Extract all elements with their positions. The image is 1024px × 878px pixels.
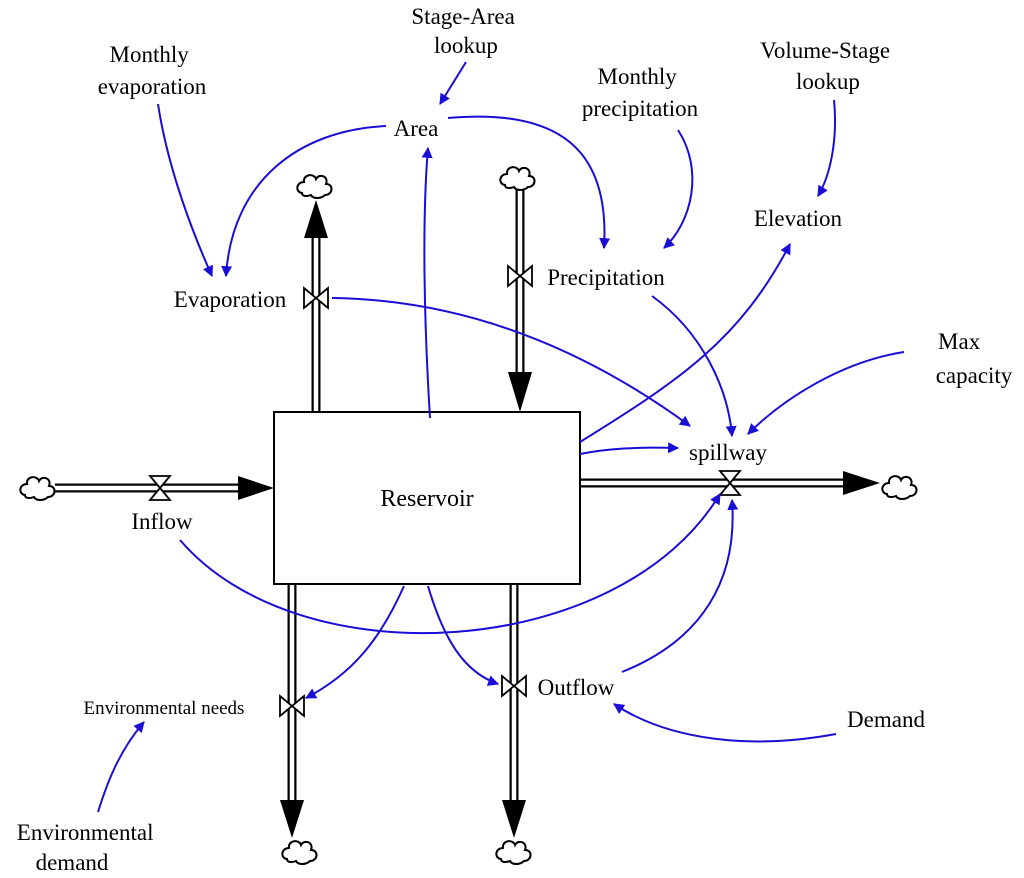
- outflow-sink-cloud: [495, 840, 532, 865]
- precipitation-valve-icon[interactable]: [507, 264, 533, 288]
- link-evaporation-to-spillway: [331, 297, 691, 427]
- evaporation-valve-icon[interactable]: [303, 286, 329, 310]
- spillway-label[interactable]: spillway: [689, 440, 767, 465]
- evaporation-label[interactable]: Evaporation: [174, 287, 287, 312]
- environmental-needs-label[interactable]: Environmental needs: [84, 698, 245, 719]
- link-environmental-demand-to-environmental-needs: [97, 721, 145, 813]
- demand-label: Demand: [847, 707, 925, 732]
- precipitation-source-cloud: [499, 166, 536, 191]
- link-precipitation-to-spillway: [651, 295, 737, 438]
- precipitation-arrowhead: [508, 372, 532, 412]
- link-reservoir-to-outflow: [427, 585, 500, 686]
- elevation-label[interactable]: Elevation: [754, 206, 843, 231]
- link-area-to-precipitation: [447, 115, 611, 250]
- link-reservoir-to-area: [421, 146, 433, 419]
- link-max-capacity-to-spillway: [747, 351, 905, 435]
- inflow-source-cloud: [19, 476, 56, 501]
- stage-area-lookup-label: Stage-Area lookup: [411, 4, 520, 58]
- reservoir-stock[interactable]: [273, 411, 581, 585]
- evaporation-pipe: [304, 200, 328, 414]
- area-label[interactable]: Area: [394, 116, 439, 141]
- environmental-needs-valve-icon[interactable]: [279, 694, 305, 718]
- link-monthly-evaporation-to-evaporation: [157, 103, 213, 278]
- environmental-needs-pipe: [280, 582, 304, 838]
- link-area-to-evaporation: [221, 125, 387, 278]
- outflow-arrowhead: [502, 800, 526, 838]
- outflow-label[interactable]: Outflow: [538, 675, 615, 700]
- link-monthly-precipitation-to-precipitation: [663, 129, 694, 249]
- evaporation-arrowhead: [304, 200, 328, 238]
- evaporation-sink-cloud: [296, 174, 333, 199]
- volume-stage-lookup-label: Volume-Stage lookup: [760, 38, 896, 94]
- reservoir-label: Reservoir: [380, 486, 473, 512]
- spillway-arrowhead: [843, 471, 880, 495]
- spillway-pipe: [579, 471, 880, 495]
- causal-links: [97, 61, 905, 813]
- monthly-evaporation-label: Monthly evaporation: [98, 42, 207, 99]
- inflow-pipe: [53, 476, 274, 500]
- monthly-precipitation-label: Monthly precipitation: [582, 64, 699, 121]
- precipitation-pipe: [508, 186, 532, 412]
- inflow-label[interactable]: Inflow: [131, 509, 193, 534]
- outflow-valve-icon[interactable]: [501, 674, 527, 698]
- link-reservoir-to-spillway: [579, 442, 680, 455]
- link-demand-to-outflow: [613, 703, 837, 743]
- link-volume-stage-to-elevation: [817, 99, 837, 197]
- link-reservoir-to-elevation: [579, 243, 791, 443]
- environmental-needs-sink-cloud: [281, 840, 318, 865]
- environmental-demand-label: Environmental demand: [17, 820, 159, 875]
- link-outflow-to-spillway: [621, 498, 739, 673]
- link-inflow-to-spillway: [179, 493, 721, 635]
- max-capacity-label: Max capacity: [936, 329, 1013, 388]
- spillway-sink-cloud: [881, 475, 918, 500]
- inflow-arrowhead: [238, 476, 274, 500]
- inflow-valve-icon[interactable]: [148, 475, 172, 501]
- outflow-pipe: [502, 582, 526, 838]
- link-reservoir-to-environmental-needs: [305, 585, 405, 699]
- link-stage-area-to-area: [439, 61, 467, 105]
- environmental-needs-arrowhead: [280, 800, 304, 838]
- precipitation-label[interactable]: Precipitation: [547, 265, 665, 290]
